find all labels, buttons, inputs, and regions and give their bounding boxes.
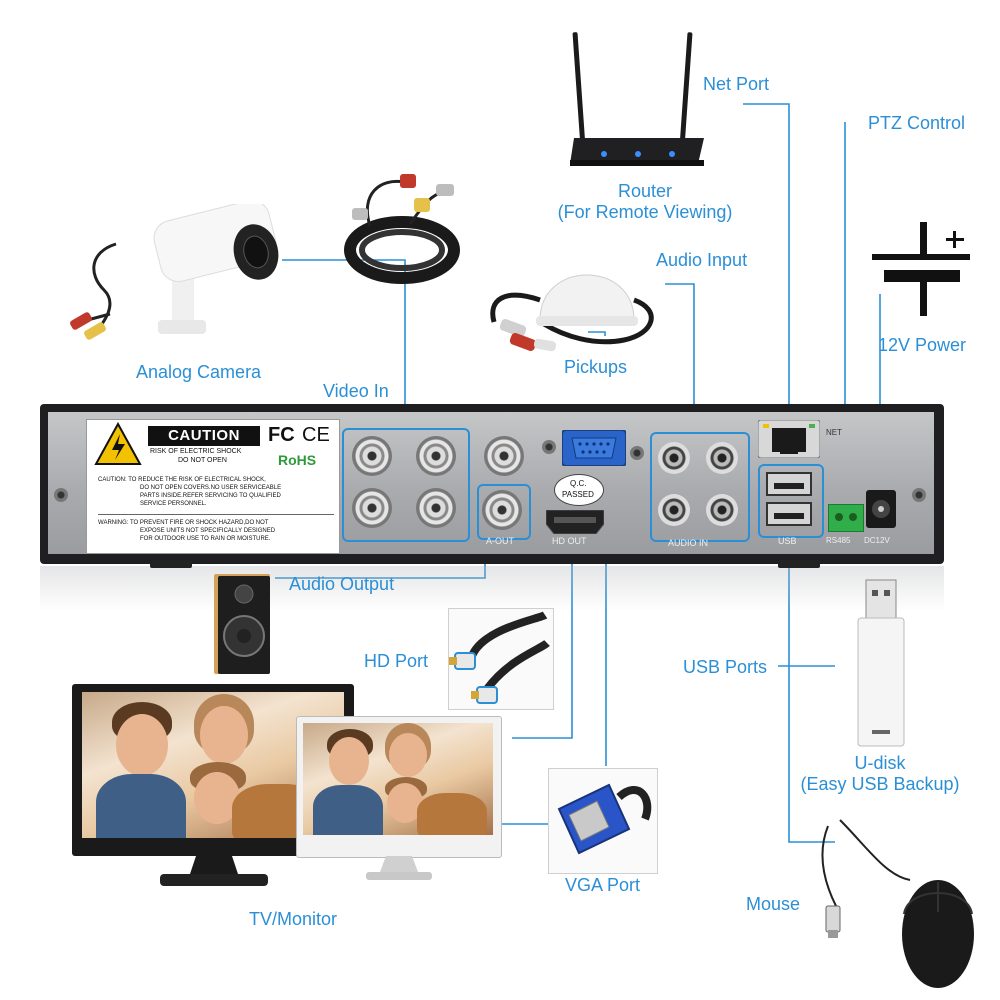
caution-text-line: SERVICE PERSONNEL. [140, 501, 207, 507]
caution-body-text: CAUTION: TO REDUCE THE RISK OF ELECTRICA… [98, 476, 334, 543]
caution-text-line: PARTS INSIDE.REFER SERVICING TO QUALIFIE… [140, 493, 281, 499]
net-text: NET [826, 428, 842, 437]
hdmi-cable-image [448, 608, 554, 710]
tv-monitor-small [296, 716, 502, 858]
ptz-control-label: PTZ Control [868, 113, 966, 133]
shock-warning-line2: DO NOT OPEN [178, 457, 227, 464]
tv-monitor-label: TV/Monitor [249, 909, 338, 929]
video-in-bnc-2[interactable] [416, 436, 456, 476]
panel-screw [630, 446, 644, 460]
vga-cable-image [548, 768, 658, 874]
mouse-image [816, 816, 984, 992]
hdmi-port[interactable] [545, 509, 605, 535]
usb-port-2[interactable] [766, 502, 812, 526]
speaker-image [214, 574, 274, 676]
analog-camera-image [70, 199, 286, 356]
qc-passed-sticker [554, 474, 604, 506]
audio-in-rca-4[interactable] [706, 494, 738, 526]
ce-logo: CE [302, 424, 330, 446]
audio-out-highlight [477, 484, 531, 540]
shock-warning-line1: RISK OF ELECTRIC SHOCK [150, 448, 242, 455]
audio-output-label: Audio Output [289, 574, 395, 594]
rohs-logo: RoHS [278, 452, 317, 468]
rs485-terminal[interactable] [828, 504, 864, 532]
pickup-microphone-image [484, 240, 660, 356]
audio-out-bnc[interactable] [482, 490, 522, 530]
video-in-bnc-1[interactable] [352, 436, 392, 476]
panel-screw [542, 440, 556, 454]
router-sublabel: (For Remote Viewing) [557, 202, 733, 222]
dvr-foot-right [778, 560, 820, 568]
video-in-bnc-3[interactable] [352, 488, 392, 528]
monitor-stand [362, 856, 436, 882]
udisk-sublabel: (Easy USB Backup) [800, 774, 960, 794]
warning-text-line: EXPOSE UNITS NOT SPECIFICALLY DESIGNED [140, 528, 276, 534]
usb-highlight [758, 464, 824, 538]
caution-text-line: CAUTION: TO REDUCE THE RISK OF ELECTRICA… [98, 477, 266, 483]
caution-header: CAUTION [148, 426, 260, 446]
router-image [568, 30, 708, 170]
net-port-label: Net Port [703, 74, 770, 94]
hd-port-label: HD Port [364, 651, 429, 671]
rs485-text: RS485 [826, 536, 851, 545]
hd-out-text: HD OUT [552, 536, 587, 546]
warning-triangle-icon [94, 421, 142, 466]
audio-in-rca-3[interactable] [658, 494, 690, 526]
usb-port-1[interactable] [766, 472, 812, 496]
tv-stand [160, 856, 268, 888]
video-in-bnc-4[interactable] [416, 488, 456, 528]
monitor-screen-photo [303, 723, 493, 835]
mouse-label: Mouse [746, 894, 801, 914]
a-out-text: A-OUT [486, 536, 514, 546]
video-in-label: Video In [323, 381, 389, 401]
udisk-label: U-disk [854, 753, 906, 773]
dvr-foot-left [150, 560, 192, 568]
dc-power-icon [870, 218, 974, 318]
vga-port-label: VGA Port [565, 875, 641, 895]
audio-in-highlight [650, 432, 750, 542]
screw-right [912, 488, 926, 502]
warning-text-line: WARNING: TO PREVENT FIRE OR SHOCK HAZARD… [98, 520, 269, 526]
audio-in-rca-2[interactable] [706, 442, 738, 474]
caution-text-line: DO NOT OPEN COVERS.NO USER SERVICEABLE [140, 485, 282, 491]
pickups-label: Pickups [564, 357, 628, 377]
usb-flash-drive-image [854, 578, 908, 748]
audio-input-label: Audio Input [656, 250, 748, 270]
ethernet-port[interactable] [757, 419, 821, 459]
screw-left [54, 488, 68, 502]
power-label: 12V Power [878, 335, 967, 355]
dc-power-jack[interactable] [866, 490, 896, 528]
audio-in-text: AUDIO IN [668, 538, 709, 548]
fcc-logo: FC [268, 424, 295, 446]
video-cable-image [340, 164, 464, 288]
warning-text-line: FOR OUTDOOR USE TO RAIN OR MOISTURE. [140, 536, 271, 542]
qc-passed-text: PASSED [562, 490, 594, 499]
analog-camera-label: Analog Camera [136, 362, 262, 382]
usb-ports-label: USB Ports [683, 657, 768, 677]
dc-text: DC12V [864, 536, 890, 545]
vga-port[interactable] [561, 429, 627, 467]
dvr-reflection [40, 566, 944, 612]
video-out-bnc[interactable] [484, 436, 524, 476]
usb-text: USB [778, 536, 797, 546]
audio-in-rca-1[interactable] [658, 442, 690, 474]
router-label: Router [617, 181, 673, 201]
video-in-highlight [342, 428, 470, 542]
tv-screen-photo [82, 692, 344, 838]
qc-text: Q.C. [570, 479, 587, 488]
